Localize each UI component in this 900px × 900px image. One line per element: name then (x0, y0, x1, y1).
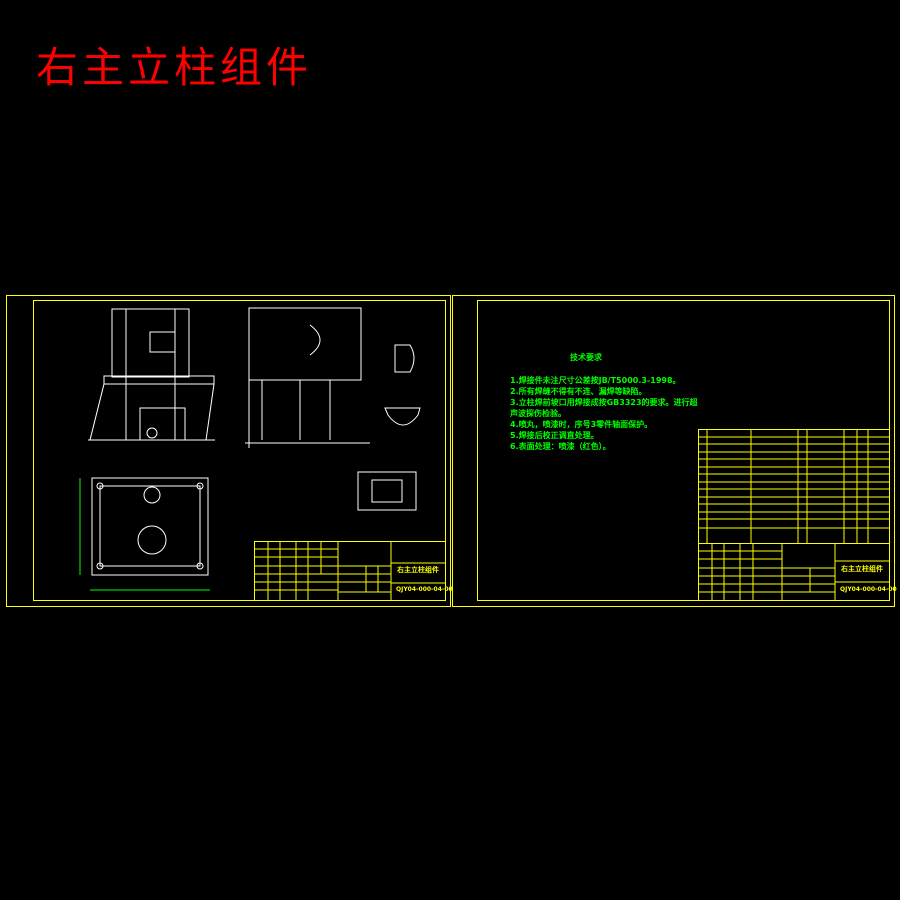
left-sheet-inner-border (33, 300, 446, 601)
left-sheet-name: 右主立柱组件 (397, 566, 439, 574)
tech-item: 3.立柱焊前坡口用焊接成按GB3323的要求。进行超 (510, 398, 698, 407)
left-sheet-border (6, 295, 451, 607)
left-drawing-number: QJY04-000-04-00 (396, 586, 453, 593)
tech-item: 6.表面处理：喷漆（红色）。 (510, 442, 611, 451)
tech-item: 4.喷丸，喷漆时，序号3零件轴面保护。 (510, 420, 653, 429)
right-drawing-number: QJY04-000-04-00 (840, 586, 897, 593)
technical-requirements: 技术要求 1.焊接件未注尺寸公差按JB/T5000.3-1998。 2.所有焊缝… (510, 352, 698, 452)
tech-item: 2.所有焊缝不得有不连、漏焊等缺陷。 (510, 387, 647, 396)
right-title-block (698, 543, 890, 601)
side-view (245, 307, 370, 448)
tech-heading: 技术要求 (570, 353, 602, 362)
tech-item: 5.焊接后校正调直处理。 (510, 431, 599, 440)
sheet-frames (6, 295, 895, 607)
right-sheet-name: 右主立柱组件 (841, 565, 883, 573)
top-view (79, 477, 210, 591)
parts-list (698, 429, 890, 544)
right-sheet-border (452, 295, 895, 607)
left-title-block (254, 541, 446, 601)
tech-item: 声波探伤检验。 (510, 409, 566, 418)
tech-item: 1.焊接件未注尺寸公差按JB/T5000.3-1998。 (510, 376, 681, 385)
detail-views (357, 344, 421, 511)
drawing-title: 右主立柱组件 (36, 43, 313, 92)
front-view (88, 308, 215, 441)
